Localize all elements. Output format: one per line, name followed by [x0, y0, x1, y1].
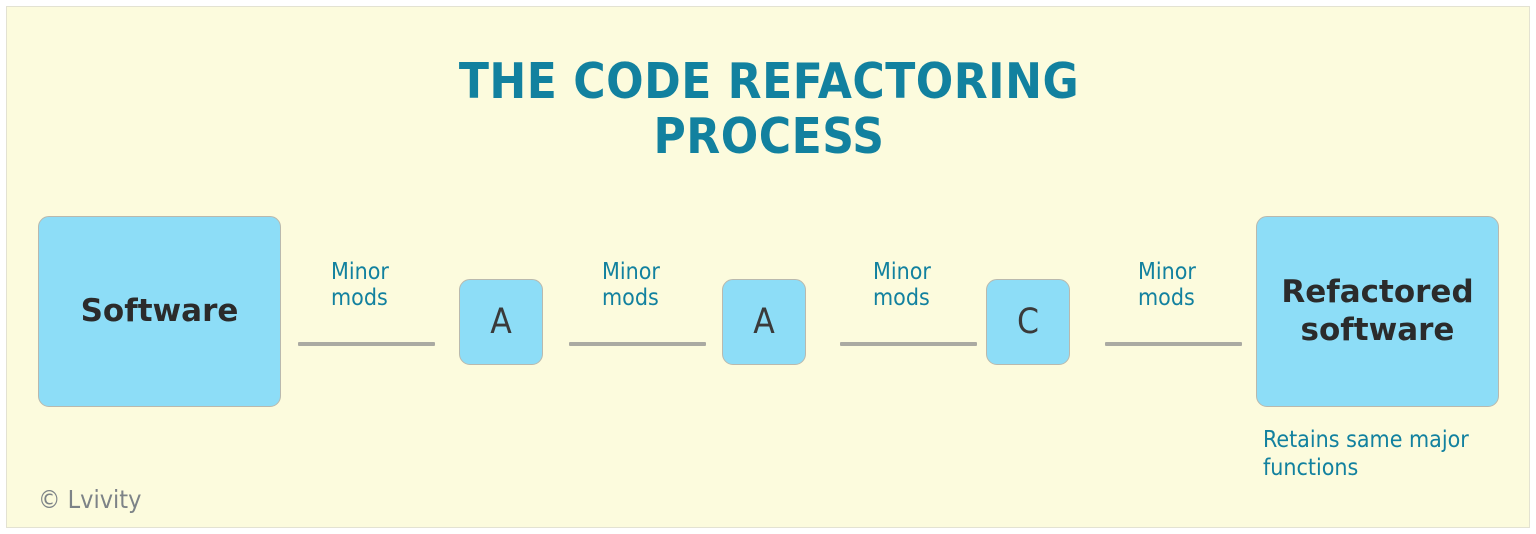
connector-1-line	[298, 342, 435, 346]
flow-node-a2: A	[722, 279, 806, 365]
connector-4: Minor mods	[1105, 259, 1245, 349]
flow-node-refactored-software: Refactored software	[1256, 216, 1499, 407]
infographic-canvas: THE CODE REFACTORING PROCESS Software Mi…	[6, 6, 1530, 528]
connector-3-line	[840, 342, 977, 346]
connector-2-line	[569, 342, 706, 346]
connector-2: Minor mods	[569, 259, 709, 349]
flow-node-c: C	[986, 279, 1070, 365]
connector-1: Minor mods	[298, 259, 438, 349]
connector-3: Minor mods	[840, 259, 980, 349]
connector-1-label: Minor mods	[331, 259, 389, 312]
flow-node-a1: A	[459, 279, 543, 365]
connector-4-label: Minor mods	[1138, 259, 1196, 312]
flow-node-software: Software	[38, 216, 281, 407]
credit-text: © Lvivity	[38, 485, 142, 514]
caption-retains-same-major-functions: Retains same major functions	[1263, 427, 1469, 481]
connector-4-line	[1105, 342, 1242, 346]
refactoring-flow-diagram: Software Minor mods A Minor mods A Minor…	[7, 7, 1531, 529]
connector-3-label: Minor mods	[873, 259, 931, 312]
connector-2-label: Minor mods	[602, 259, 660, 312]
page-title: THE CODE REFACTORING PROCESS	[458, 53, 1080, 165]
